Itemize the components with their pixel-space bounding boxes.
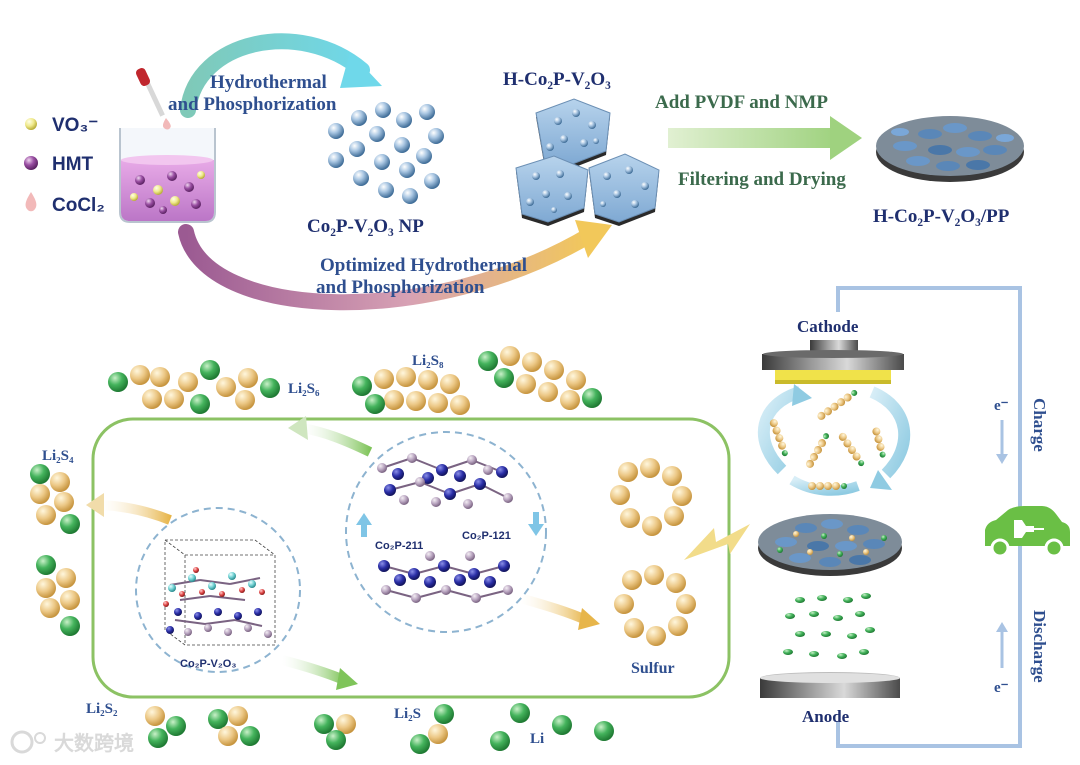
cocl2-droplet-icon (25, 192, 37, 212)
cocl2-label: CoCl₂ (52, 195, 105, 216)
electron-top-label: e⁻ (994, 398, 1009, 414)
battery-section: Cathode (684, 286, 1070, 748)
charge-label: Charge (1030, 398, 1049, 452)
li2s8-cluster (352, 346, 602, 415)
np-label: Co₂P-V₂O₃ NP (307, 216, 424, 237)
vo3-sphere (25, 118, 37, 130)
anode-electrode (760, 672, 900, 698)
li2s-label: Li₂S (394, 706, 421, 722)
reagent-legend: VO₃⁻ HMT CoCl₂ (24, 115, 105, 216)
watermark-logo-icon (10, 730, 34, 754)
li-cluster (490, 703, 614, 751)
li2s-cluster (314, 704, 454, 754)
beaker-icon (119, 68, 216, 223)
separator-disk (876, 116, 1024, 182)
lithium-ions (783, 593, 875, 659)
hmt-sphere (24, 156, 38, 170)
heterostructure-circle (135, 507, 301, 673)
step1-label-line1: Hydrothermal (210, 72, 327, 93)
co2p-circle (345, 431, 547, 633)
li2s6-cluster (108, 360, 280, 414)
co2p121-label: Co₂P-121 (462, 530, 511, 542)
step1-label-line2: and Phosphorization (168, 94, 337, 115)
conversion-arrows (86, 416, 600, 690)
heterostructure-label: Co₂P-V₂O₃ (180, 658, 236, 670)
hydrothermal-arrow (180, 33, 382, 118)
li-label: Li (530, 731, 544, 747)
step3-label-top: Add PVDF and NMP (655, 92, 828, 113)
co2p211-label: Co₂P-211 (375, 540, 423, 552)
optimized-arrow (178, 220, 612, 311)
mechanism-section: Li₂S₆ Li₂S₈ Li₂S₄ Li₂S₂ (30, 346, 731, 754)
synthesis-section: VO₃⁻ HMT CoCl₂ (24, 33, 1024, 311)
li2s4-cluster (30, 464, 80, 636)
step3-label-bottom: Filtering and Drying (678, 169, 846, 190)
lightning-icon (684, 524, 750, 560)
electron-bottom-label: e⁻ (994, 680, 1009, 696)
li2s6-label: Li₂S₆ (288, 381, 320, 397)
charge-arrow-icon (996, 420, 1008, 464)
vo3-label: VO₃⁻ (52, 115, 98, 136)
watermark: 大数跨境 (10, 730, 134, 755)
hollow-hexagons (515, 98, 660, 226)
cathode-label: Cathode (797, 317, 859, 336)
hmt-label: HMT (52, 154, 94, 175)
watermark-text: 大数跨境 (54, 731, 134, 755)
electric-car-icon (985, 506, 1070, 558)
mechanism-frame (91, 417, 731, 699)
li2s2-cluster (145, 706, 260, 748)
sulfur-label: Sulfur (631, 660, 675, 677)
arrow-up-icon (356, 513, 372, 537)
discharge-arrow-icon (996, 622, 1008, 668)
step2-label-line2: and Phosphorization (316, 277, 485, 298)
filter-arrow (668, 116, 862, 160)
li2s4-label: Li₂S₄ (42, 448, 74, 464)
discharge-label: Discharge (1030, 610, 1049, 683)
cell-separator (758, 514, 902, 576)
hollow-label: H-Co₂P-V₂O₃ (503, 69, 611, 90)
np-cluster (328, 102, 444, 204)
sulfur-rings (610, 458, 696, 646)
product-label: H-Co₂P-V₂O₃/PP (873, 206, 1010, 227)
polysulfide-cycle (757, 384, 911, 496)
step2-label-line1: Optimized Hydrothermal (320, 255, 527, 276)
arrow-down-icon (528, 512, 544, 536)
li2s2-label: Li₂S₂ (86, 701, 118, 717)
cathode-electrode (762, 340, 904, 384)
li2s8-label: Li₂S₈ (412, 353, 444, 369)
anode-label: Anode (802, 707, 850, 726)
